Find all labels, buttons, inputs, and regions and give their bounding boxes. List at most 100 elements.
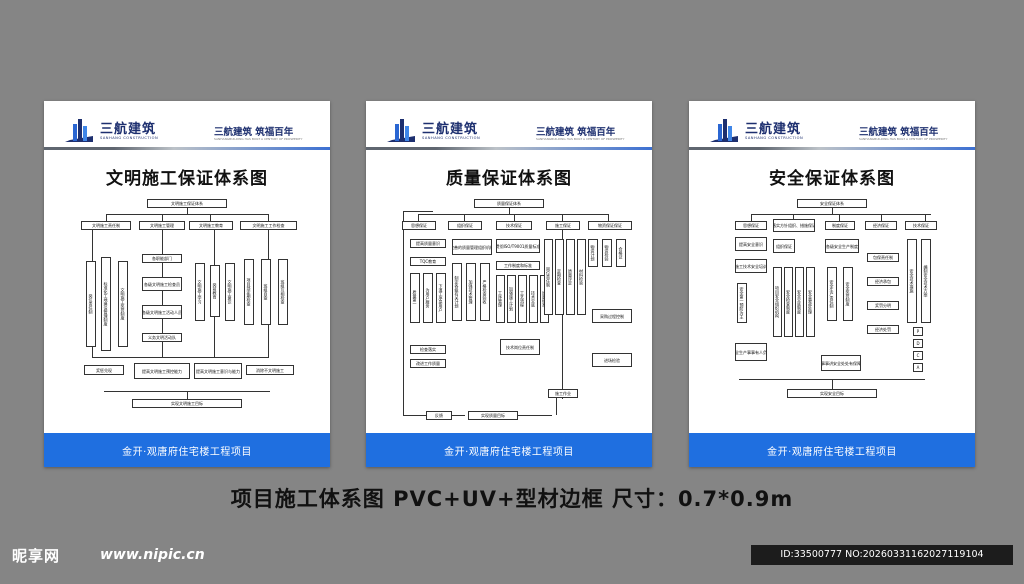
org-chart: 质量保证体系 思想保证 组织保证 技术保证 施工保证 物资保证保证 提高质量意识… [366, 193, 652, 425]
chart-node: 消除不文明施工 [246, 365, 294, 375]
chart-node: 检查落实 [410, 345, 446, 354]
company-name: 三航建筑 [100, 122, 157, 137]
chart-node: 定期检查 [555, 239, 564, 315]
company-slogan-english: SANHANGBUILDING HAS BUILT A CENTURY OF P… [536, 137, 625, 141]
chart-branch: 文明施工工作检查 [240, 221, 297, 230]
chart-node: 安全检查制度 [784, 267, 793, 337]
chart-node: 贯彻ISO/T9001质量标准 [496, 239, 540, 253]
company-slogan: 三航建筑 筑福百年 [536, 127, 616, 138]
chart-node: 质量评定 [566, 239, 575, 315]
company-logo-icon [387, 119, 415, 142]
board-title: 质量保证体系图 [446, 169, 572, 189]
chart-node: 改进工作质量 [410, 359, 446, 368]
chart-node: 制定各级有关计划 [452, 263, 462, 321]
chart-node: 技术交底 [529, 275, 538, 323]
chart-node: 安全奖罚制度 [843, 267, 853, 321]
company-slogan: 三航建筑 筑福百年 [214, 127, 294, 138]
chart-node: 下道工序是用户 [436, 273, 446, 323]
board-title: 文明施工保证体系图 [106, 169, 268, 189]
chart-branch: 思想保证 [402, 221, 436, 230]
chart-node: 各级安全生产制度 [825, 239, 859, 253]
chart-node: 采购过程控制 [592, 309, 632, 323]
chart-node: 加强技术管理 [466, 263, 476, 321]
board-civilized-construction: 三航建筑 SANHANG CONSTRUCTION 三航建筑 筑福百年 SANH… [44, 101, 330, 467]
chart-branch: 思想保证 [735, 221, 767, 230]
chart-node: TQC教育 [410, 257, 446, 266]
chart-node: 岗位责任制 [86, 261, 96, 347]
chart-node: 岗前教育 [210, 265, 220, 317]
company-name-english: SANHANG CONSTRUCTION [745, 136, 804, 140]
chart-node: 编制安全技术方案 [921, 239, 931, 323]
chart-node: 为用户服务 [423, 273, 433, 323]
chart-branch: 施工保证 [546, 221, 580, 230]
chart-branch: 经济保证 [865, 221, 897, 230]
header-divider [44, 147, 330, 150]
chart-node: 经济处罚 [867, 325, 899, 334]
chart-node: 各级文明施工活动人员 [142, 305, 182, 319]
chart-node: 提高安全意识 [735, 237, 767, 251]
project-name: 金开·观唐府住宅楼工程项目 [122, 447, 252, 458]
company-slogan-english: SANHANGBUILDING HAS BUILT A CENTURY OF P… [214, 137, 303, 141]
chart-branch: 文明施工管理 [139, 221, 185, 230]
board-safety-assurance: 三航建筑 SANHANG CONSTRUCTION 三航建筑 筑福百年 SANH… [689, 101, 975, 467]
chart-root: 文明施工保证体系 [147, 199, 227, 208]
chart-node: 提高文明施工意识与能力 [194, 363, 242, 379]
header-divider [689, 147, 975, 150]
chart-node: 工艺流程 [518, 275, 527, 323]
company-name-english: SANHANG CONSTRUCTION [100, 136, 159, 140]
board-title: 安全保证体系图 [769, 169, 895, 189]
chart-node: 提高文明施工预控能力 [134, 363, 190, 379]
chart-goal: 实现文明施工目标 [132, 399, 242, 408]
chart-node: 合格证 [616, 239, 626, 267]
company-logo-icon [65, 119, 93, 142]
org-chart: 安全保证体系 思想保证 落实方针组织、措施保证 制度保证 经济保证 技术保证 提… [689, 193, 975, 425]
chart-node: 项目部定期检查 [244, 259, 254, 325]
chart-node: 包保责任制 [867, 253, 899, 262]
chart-node: 文明施工学习 [195, 263, 205, 321]
watermark-logo: 昵享网 [12, 547, 61, 565]
board-quality-assurance: 三航建筑 SANHANG CONSTRUCTION 三航建筑 筑福百年 SANH… [366, 101, 652, 467]
chart-node: 安全技术措施 [907, 239, 917, 323]
chart-node: 各级文明施工检查员 [142, 277, 182, 291]
chart-branch: 落实方针组织、措施保证 [773, 219, 815, 232]
board-header: 三航建筑 SANHANG CONSTRUCTION 三航建筑 筑福百年 SANH… [366, 101, 652, 151]
org-chart: 文明施工保证体系 文明施工责任制 文明施工管理 文明施工教育 文明施工工作检查 … [44, 193, 330, 425]
board-header: 三航建筑 SANHANG CONSTRUCTION 三航建筑 筑福百年 SANH… [44, 101, 330, 151]
header-divider [366, 147, 652, 150]
chart-goal: 实现质量目标 [468, 411, 518, 420]
chart-node: 文明施工意识 [225, 263, 235, 321]
watermark-url: www.nipic.cn [100, 547, 205, 563]
chart-node: 质量第一 [410, 273, 420, 323]
board-footer: 金开·观唐府住宅楼工程项目 [366, 433, 652, 467]
company-slogan-english: SANHANGBUILDING HAS BUILT A CENTURY OF P… [859, 137, 948, 141]
project-name: 金开·观唐府住宅楼工程项目 [444, 447, 574, 458]
chart-node: 奖罚分明 [867, 301, 899, 310]
chart-branch: 技术保证 [496, 221, 532, 230]
chart-node: 工作制度和标准 [496, 261, 540, 270]
chart-node: 经济承包 [867, 277, 899, 286]
product-spec-caption: 项目施工体系图 PVC+UV+型材边框 尺寸：0.7*0.9m [230, 487, 794, 511]
chart-node: 反馈 [426, 411, 452, 420]
board-header: 三航建筑 SANHANG CONSTRUCTION 三航建筑 筑福百年 SANH… [689, 101, 975, 151]
chart-node: 义务文明活动队 [142, 333, 182, 342]
board-footer: 金开·观唐府住宅楼工程项目 [689, 433, 975, 467]
chart-node: 组织保证 [773, 239, 795, 253]
chart-node: 施工作业 [548, 389, 578, 398]
chart-node: 奖惩兑现 [84, 365, 124, 375]
chart-node: 严格检查验收 [480, 263, 490, 321]
company-slogan: 三航建筑 筑福百年 [859, 127, 939, 138]
chart-node: 标准化工地建设管理制度 [101, 257, 111, 351]
chart-node: 各职能部门 [142, 254, 182, 263]
chart-node: 工序管理 [496, 275, 505, 323]
company-name: 三航建筑 [745, 122, 802, 137]
chart-root: 质量保证体系 [474, 199, 544, 208]
chart-node: 提高质量意识 [410, 239, 446, 248]
chart-node: 物资检验 [602, 239, 612, 267]
chart-node: C [913, 351, 923, 360]
chart-branch: 制度保证 [825, 221, 855, 230]
chart-node: A [913, 363, 923, 372]
company-name-english: SANHANG CONSTRUCTION [422, 136, 481, 140]
chart-node: 技术岗位责任制 [500, 339, 540, 355]
company-logo-icon [710, 119, 738, 142]
chart-node: P [913, 327, 923, 336]
